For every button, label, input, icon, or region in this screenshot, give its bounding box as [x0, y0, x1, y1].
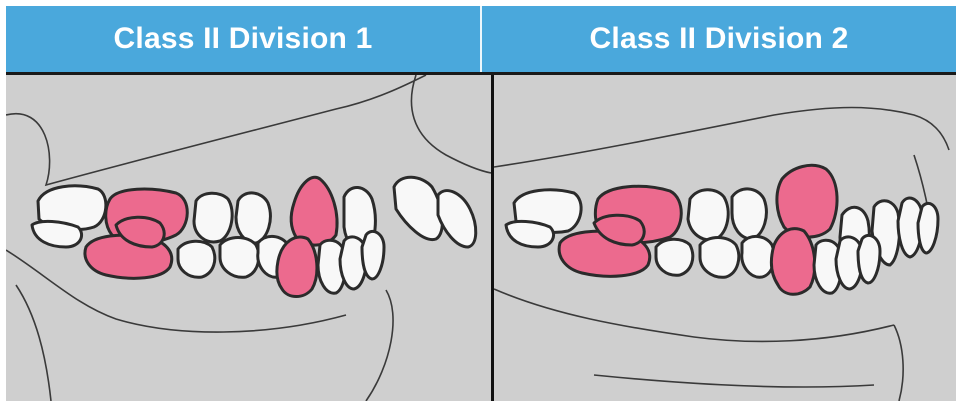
diagram-division-1 [6, 75, 491, 401]
upper-premolar-1 [732, 189, 766, 239]
lower-incisor-3 [362, 231, 384, 279]
lower-border-outline [594, 375, 874, 387]
upper-canine [777, 165, 837, 237]
diagram-division-2 [494, 75, 956, 401]
upper-jaw-outline [494, 108, 949, 168]
lower-canine [771, 229, 814, 295]
panel-division-1 [6, 75, 491, 401]
lower-jaw-outline [494, 289, 894, 341]
title-division-1: Class II Division 1 [6, 6, 480, 72]
upper-central-incisor-2 [438, 191, 476, 247]
lower-canine [277, 237, 317, 296]
panel-division-2 [494, 75, 956, 401]
upper-canine [291, 177, 337, 245]
title-bar: Class II Division 1 Class II Division 2 [6, 6, 956, 72]
upper-premolar-1 [236, 193, 270, 243]
upper-central-incisor-3 [918, 203, 938, 253]
upper-premolar-2 [688, 190, 728, 240]
lower-incisor-3 [858, 235, 880, 283]
upper-molar-2-lower [32, 221, 82, 247]
chin-outline [894, 325, 903, 401]
title-division-2: Class II Division 2 [482, 6, 956, 72]
chin-outline [366, 290, 393, 401]
lower-premolar-1 [742, 236, 775, 277]
upper-central-incisor-1 [394, 177, 442, 239]
upper-premolar-2 [194, 193, 232, 242]
upper-molar-2-lower [506, 221, 554, 247]
lower-border-outline [16, 285, 51, 401]
lower-molar-2 [656, 239, 693, 275]
lower-premolar-2 [700, 238, 739, 278]
lower-molar-2 [178, 241, 215, 277]
upper-palate-outline [411, 75, 491, 173]
lower-premolar-2 [220, 238, 259, 278]
title-divider [480, 6, 482, 72]
upper-jaw-outline [6, 75, 426, 185]
